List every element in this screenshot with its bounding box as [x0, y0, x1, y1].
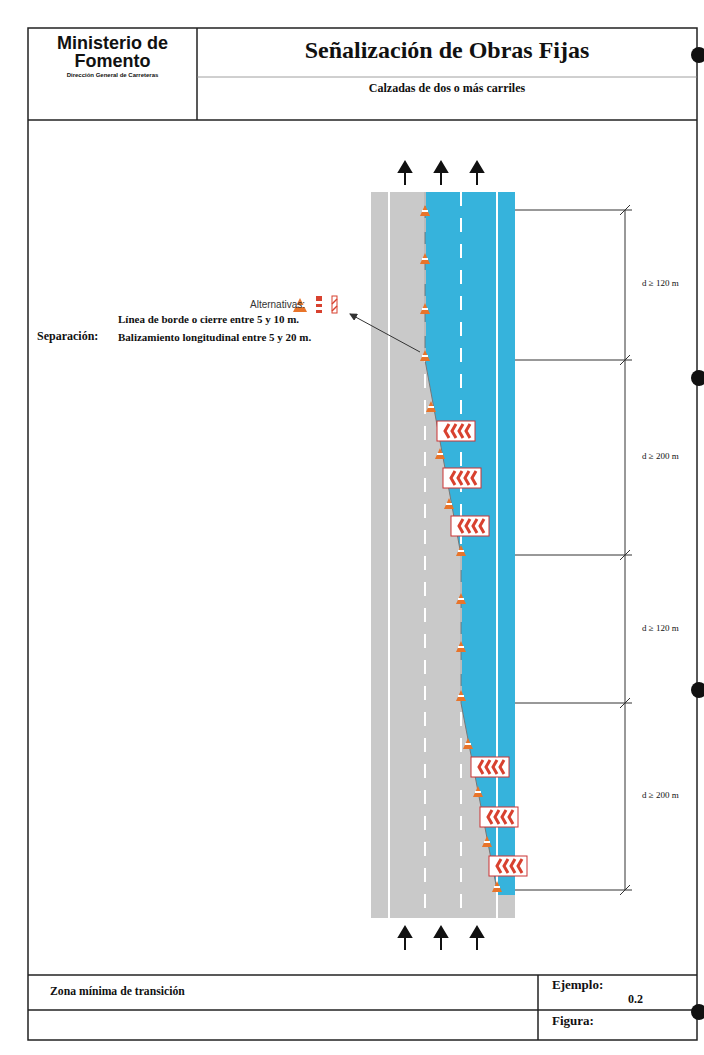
- traffic-cone: [456, 545, 466, 556]
- note-text: Balizamiento longitudinal entre 5 y 20 m…: [118, 331, 311, 343]
- heading-text: Zona mínima de transición: [50, 986, 540, 998]
- heading-text: Señalización de Obras Fijas: [202, 38, 692, 62]
- chevron-panel: [451, 516, 489, 536]
- heading-text: Ministerio de Fomento: [53, 34, 173, 70]
- traffic-cone: [456, 641, 466, 652]
- heading-text: Figura:: [552, 1014, 652, 1027]
- traffic-cone: [420, 350, 430, 361]
- traffic-cone: [435, 448, 445, 459]
- dimension-label: d ≥ 120 m: [642, 278, 679, 288]
- sub-text: Calzadas de dos o más carriles: [202, 82, 692, 94]
- chevron-panel: [471, 757, 509, 777]
- sub-text: Dirección General de Carreteras: [30, 72, 195, 79]
- traffic-cone: [420, 205, 430, 216]
- traffic-cone: [482, 836, 492, 847]
- dimension-label: d ≥ 200 m: [642, 790, 679, 800]
- dimension-label: d ≥ 200 m: [642, 451, 679, 461]
- chevron-panel: [480, 807, 518, 827]
- traffic-cone: [463, 738, 473, 749]
- traffic-cone: [444, 498, 454, 509]
- sub-text: 0.2: [628, 993, 688, 1005]
- footer-cell: Zona mínima de transición: [28, 975, 538, 1010]
- chevron-panel: [437, 421, 475, 441]
- note-text: Línea de borde o cierre entre 5 y 10 m.: [118, 313, 299, 325]
- note-text: Alternativas:: [250, 299, 305, 310]
- note-text: Separación:: [37, 329, 98, 344]
- page-frame: [28, 28, 697, 1040]
- chevron-panel: [489, 856, 527, 876]
- footer-cell: Ejemplo: 0.2: [538, 975, 697, 1010]
- header-box: Señalización de Obras FijasCalzadas de d…: [197, 28, 697, 120]
- binder-hole: [691, 47, 704, 1020]
- traffic-cone: [456, 593, 466, 604]
- traffic-cone: [473, 786, 483, 797]
- work-zone: [425, 192, 515, 895]
- heading-text: Ejemplo:: [552, 978, 652, 991]
- header-box: Ministerio de FomentoDirección General d…: [28, 28, 197, 120]
- leader-line: [350, 314, 420, 352]
- direction-arrow: [399, 162, 483, 950]
- dimension-label: d ≥ 120 m: [642, 623, 679, 633]
- traffic-cone: [426, 401, 436, 412]
- traffic-cone: [492, 881, 502, 892]
- traffic-cone: [420, 303, 430, 314]
- chevron-panel: [443, 468, 481, 488]
- dimension-line: [515, 205, 632, 895]
- footer-cell: Figura:: [538, 1010, 697, 1040]
- traffic-cone: [420, 253, 430, 264]
- traffic-cone: [456, 690, 466, 701]
